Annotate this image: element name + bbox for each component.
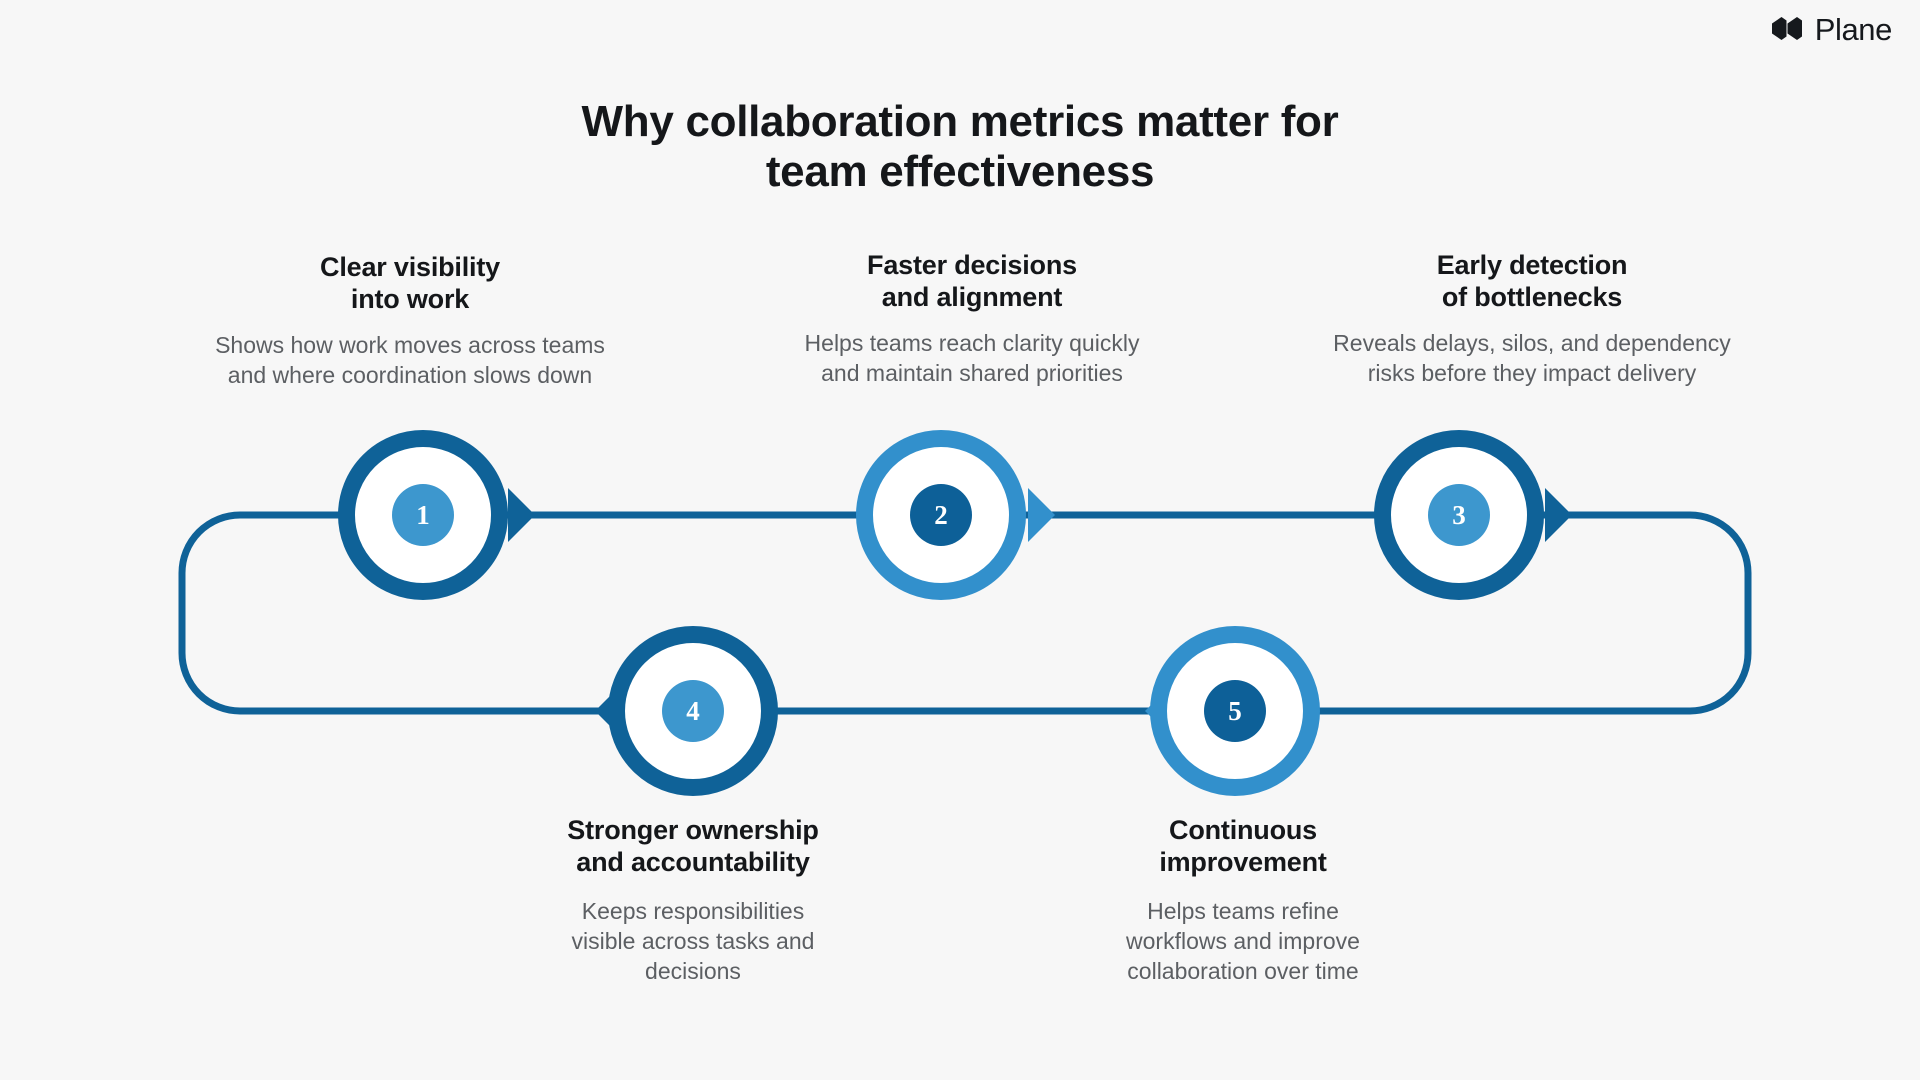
- step-node-3[interactable]: 3: [1374, 430, 1544, 600]
- step-text-5: Continuous improvement Helps teams refin…: [1053, 815, 1433, 986]
- step-heading-3: Early detection of bottlenecks: [1436, 250, 1628, 312]
- step-text-3: Early detection of bottlenecks Reveals d…: [1272, 250, 1792, 389]
- step-heading-4: Stronger ownership and accountability: [567, 815, 819, 877]
- arrowhead-3: [1545, 488, 1572, 542]
- step-number-3: 3: [1428, 484, 1490, 546]
- step-number-5: 5: [1204, 680, 1266, 742]
- step-number-2: 2: [910, 484, 972, 546]
- step-node-4[interactable]: 4: [608, 626, 778, 796]
- step-text-4: Stronger ownership and accountability Ke…: [493, 815, 893, 986]
- page-title: Why collaboration metrics matter for tea…: [581, 97, 1339, 197]
- brand-name: Plane: [1814, 12, 1893, 47]
- step-node-5[interactable]: 5: [1150, 626, 1320, 796]
- step-heading-5: Continuous improvement: [1159, 815, 1327, 877]
- step-node-ring-5: [1150, 626, 1320, 796]
- arrowhead-2: [1028, 488, 1055, 542]
- step-description-2: Helps teams reach clarity quickly and ma…: [804, 329, 1140, 386]
- track-path: [178, 511, 1752, 715]
- step-description-4: Keeps responsibilities visible across ta…: [571, 897, 815, 984]
- step-node-2[interactable]: 2: [856, 430, 1026, 600]
- step-description-5: Helps teams refine workflows and improve…: [1126, 897, 1360, 984]
- step-heading-1: Clear visibility into work: [320, 252, 500, 314]
- brand-logo: Plane: [1771, 14, 1892, 45]
- step-description-3: Reveals delays, silos, and dependency ri…: [1333, 329, 1731, 386]
- plane-logo-icon: [1771, 16, 1802, 40]
- step-description-1: Shows how work moves across teams and wh…: [215, 331, 605, 388]
- step-node-1[interactable]: 1: [338, 430, 508, 600]
- step-text-1: Clear visibility into work Shows how wor…: [150, 252, 670, 391]
- step-text-2: Faster decisions and alignment Helps tea…: [732, 250, 1212, 389]
- step-number-4: 4: [662, 680, 724, 742]
- step-number-1: 1: [392, 484, 454, 546]
- step-heading-2: Faster decisions and alignment: [867, 250, 1077, 312]
- arrowhead-1: [508, 488, 535, 542]
